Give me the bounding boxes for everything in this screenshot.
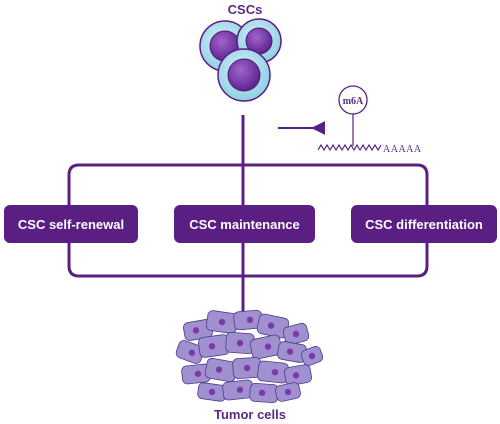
tumor-cell [300, 346, 324, 366]
tumor-cell [175, 340, 205, 364]
csc-cell-3 [217, 48, 271, 102]
csc-title: CSCs [227, 2, 263, 17]
tumor-cell [225, 331, 255, 355]
tumor-cell [282, 322, 310, 346]
m6a-label: m6A [343, 96, 364, 107]
tumor-cell [275, 382, 301, 402]
tumor-cell [197, 382, 227, 402]
box-csc-maintenance: CSC maintenance [174, 205, 315, 243]
m6a-mrna: m6A AAAAA [317, 85, 422, 155]
m6a-marker [338, 85, 368, 115]
poly-a-tail: AAAAA [383, 144, 422, 155]
tumor-cell [232, 356, 262, 380]
tumor-cell [222, 379, 254, 401]
tumor-cells-title: Tumor cells [213, 407, 286, 422]
tumor-cell [284, 364, 312, 386]
branch-frame [67, 163, 429, 278]
box-csc-self-renewal: CSC self-renewal [4, 205, 138, 243]
tumor-cell [249, 382, 279, 404]
tumor-cell [198, 334, 230, 358]
tumor-cell [206, 310, 238, 334]
tumor-cell-mass [175, 309, 324, 404]
csc-cell-cluster [199, 18, 282, 102]
tumor-cell [204, 357, 238, 383]
tumor-cell [181, 363, 211, 385]
mrna-strand [317, 143, 382, 152]
tumor-cell [277, 341, 307, 363]
box-csc-differentiation: CSC differentiation [351, 205, 497, 243]
